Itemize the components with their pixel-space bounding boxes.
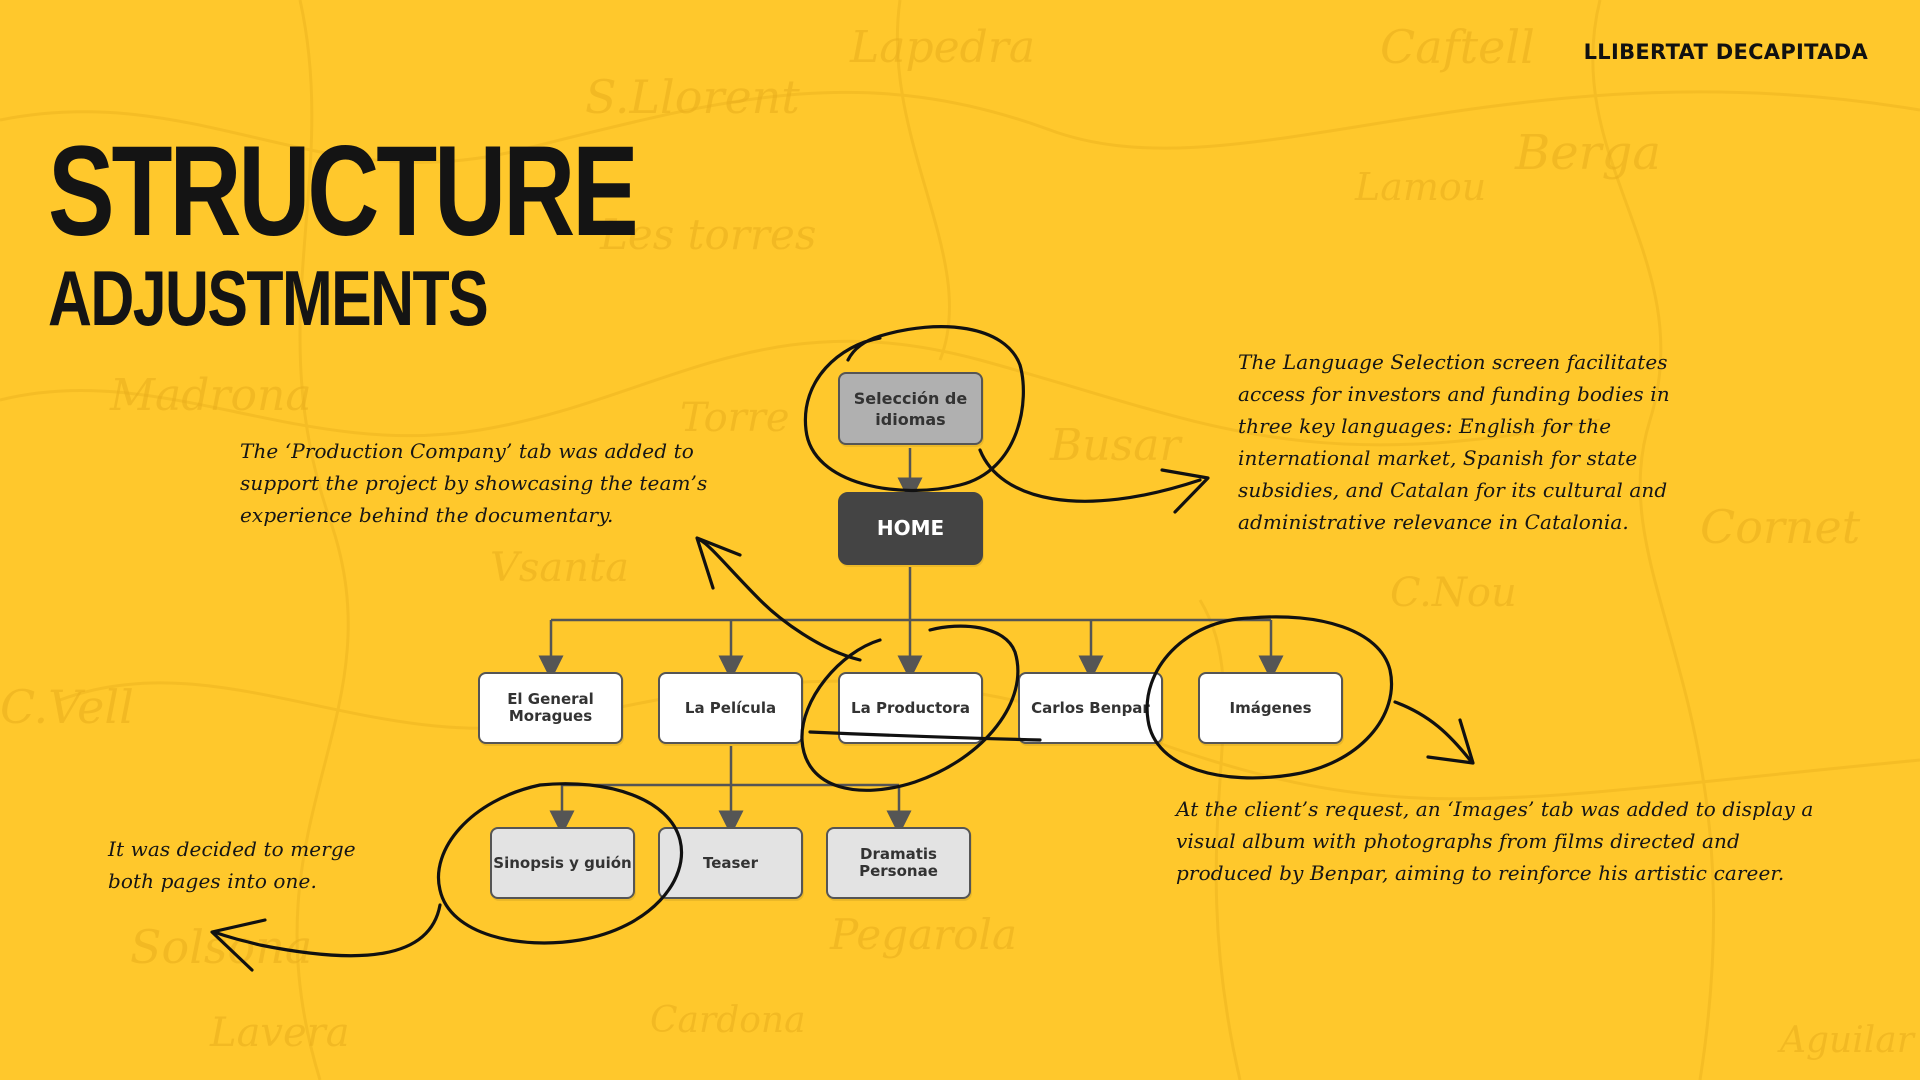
node-language-selection-label: Selección de idiomas: [853, 388, 968, 429]
page-subtitle: ADJUSTMENTS: [48, 254, 489, 342]
background-map-label: Aguilar: [1780, 1020, 1914, 1061]
brand-label: LLIBERTAT DECAPITADA: [1583, 40, 1868, 64]
background-map-label: Cornet: [1700, 500, 1861, 554]
background-map-label: Les torres: [600, 210, 817, 259]
node-dramatis-personae: Dramatis Personae: [826, 827, 971, 899]
node-language-selection: Selección de idiomas: [838, 372, 983, 445]
strike-la-productora: [808, 730, 1042, 742]
note-production-company: The ‘Production Company’ tab was added t…: [240, 439, 708, 527]
node-sinopsis-guion-label: Sinopsis y guión: [493, 853, 632, 872]
circle-la-productora: [800, 624, 1020, 792]
arrow-head-merge-note: [210, 918, 267, 972]
node-teaser-label: Teaser: [702, 853, 759, 872]
background-map-label: Lamou: [1355, 165, 1487, 209]
background-map-label: Lapedra: [850, 22, 1036, 73]
arrow-head-images-note: [1426, 718, 1475, 765]
arrow-to-images-note: [1393, 700, 1472, 762]
arrow-to-production-note: [698, 538, 862, 662]
node-home-label: HOME: [876, 516, 945, 540]
background-map-label: Madrona: [110, 370, 312, 421]
arrow-head-production-note: [695, 536, 742, 590]
page-title: STRUCTURE: [48, 120, 639, 263]
background-map-label: Pegarola: [830, 910, 1017, 959]
node-sinopsis-guion: Sinopsis y guión: [490, 827, 635, 899]
arrow-to-merge-note: [212, 903, 442, 958]
node-carlos-benpar-label: Carlos Benpar: [1031, 698, 1150, 717]
note-merge-pages: It was decided to merge both pages into …: [108, 837, 356, 893]
circle-imagenes: [1145, 615, 1393, 780]
node-dramatis-personae-label: Dramatis Personae: [859, 845, 938, 880]
node-la-productora: La Productora: [838, 672, 983, 744]
node-teaser: Teaser: [658, 827, 803, 899]
background-map-label: Cardona: [650, 1000, 806, 1041]
background-map-label: Vsanta: [490, 545, 629, 591]
node-la-productora-label: La Productora: [851, 698, 970, 717]
background-map-label: Lavera: [210, 1010, 350, 1056]
background-map-label: Berga: [1515, 125, 1661, 181]
node-general-moragues-label: El General Moragues: [507, 690, 594, 725]
circle-language-selection: [803, 325, 1025, 493]
background-map-label: Caftell: [1380, 20, 1535, 74]
node-home: HOME: [838, 492, 983, 565]
node-la-pelicula: La Película: [658, 672, 803, 744]
node-imagenes-label: Imágenes: [1229, 698, 1312, 717]
node-general-moragues: El General Moragues: [478, 672, 623, 744]
arrow-to-language-note: [978, 448, 1202, 503]
node-imagenes: Imágenes: [1198, 672, 1343, 744]
background-map-label: Torre: [680, 395, 790, 441]
background-map-label: C.Nou: [1390, 570, 1517, 616]
background-map-label: S.Llorent: [585, 70, 800, 124]
background-map-label: C.Vell: [0, 680, 134, 734]
arrow-head-language-note: [1160, 468, 1210, 514]
note-language-selection: The Language Selection screen facilitate…: [1238, 350, 1670, 534]
circle-sinopsis: [437, 782, 683, 945]
note-images-tab: At the client’s request, an ‘Images’ tab…: [1176, 797, 1814, 885]
background-map-label: Busar: [1050, 420, 1181, 471]
node-la-pelicula-label: La Película: [684, 698, 777, 717]
node-carlos-benpar: Carlos Benpar: [1018, 672, 1163, 744]
